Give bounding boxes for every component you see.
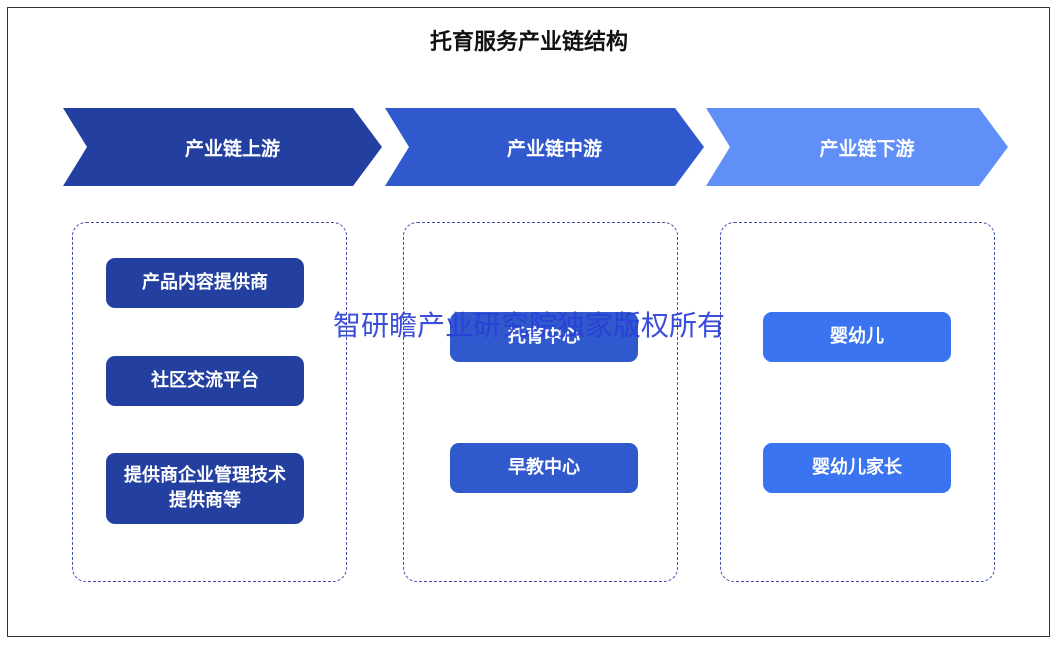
midstream-panel: [403, 222, 678, 582]
downstream-item-parents: 婴幼儿家长: [763, 443, 951, 493]
stage-label: 产业链中游: [506, 137, 602, 160]
stage-upstream: 产业链上游: [63, 108, 382, 186]
chevron-shape: [63, 108, 382, 186]
chevron-shape: [385, 108, 704, 186]
chevron-shape: [706, 108, 1008, 186]
stage-label: 产业链下游: [819, 137, 915, 160]
upstream-item-management-tech-provider: 提供商企业管理技术 提供商等: [106, 453, 304, 524]
item-line: 提供商等: [169, 489, 241, 511]
midstream-item-early-education-center: 早教中心: [450, 443, 638, 493]
stage-midstream: 产业链中游: [385, 108, 704, 186]
stage-downstream: 产业链下游: [706, 108, 1008, 186]
item-line: 提供商企业管理技术: [124, 465, 286, 487]
upstream-item-community-platform: 社区交流平台: [106, 356, 304, 406]
upstream-panel: [72, 222, 347, 582]
downstream-panel: [720, 222, 995, 582]
stage-label: 产业链上游: [184, 137, 280, 160]
downstream-item-infants: 婴幼儿: [763, 312, 951, 362]
watermark-text: 智研瞻产业研究院独家版权所有: [332, 309, 725, 342]
upstream-item-content-provider: 产品内容提供商: [106, 258, 304, 308]
figure-frame: [7, 7, 1050, 637]
diagram-title: 托育服务产业链结构: [429, 30, 628, 55]
midstream-item-childcare-center: 托育中心: [450, 312, 638, 362]
